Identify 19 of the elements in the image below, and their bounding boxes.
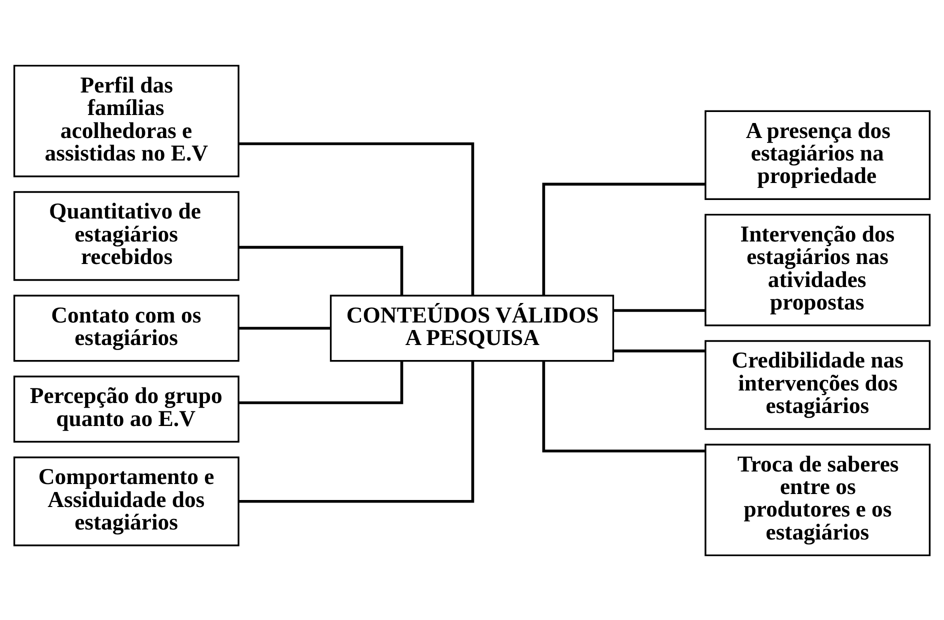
connector xyxy=(238,326,331,330)
node-box: Troca de saberes entre os produtores e os estagiários xyxy=(704,443,931,556)
node-box: Percepção do grupo quanto ao E.V xyxy=(13,375,240,442)
connector xyxy=(238,245,404,295)
connector xyxy=(238,142,474,295)
node-box: Comportamento e Assiduidade dos estagiários xyxy=(13,456,240,546)
connector xyxy=(614,349,706,352)
node-box: Intervenção dos estagiários nas atividades propostas xyxy=(704,213,931,326)
connector xyxy=(238,360,474,502)
connector xyxy=(542,182,706,296)
node-box: A presença dos estagiários na propriedade xyxy=(704,110,931,200)
node-box: Perfil das famílias acolhedoras e assistidas no E.V xyxy=(13,64,240,177)
connector xyxy=(238,360,404,404)
node-box: Quantitativo de estagiários recebidos xyxy=(13,190,240,280)
node-box: CONTEÚDOS VÁLIDOS A PESQUISA xyxy=(330,294,614,362)
node-box: Contato com os estagiários xyxy=(13,294,240,362)
connector xyxy=(542,360,706,452)
connector xyxy=(614,308,706,312)
node-box: Credibilidade nas intervenções dos estagiários xyxy=(704,340,931,430)
